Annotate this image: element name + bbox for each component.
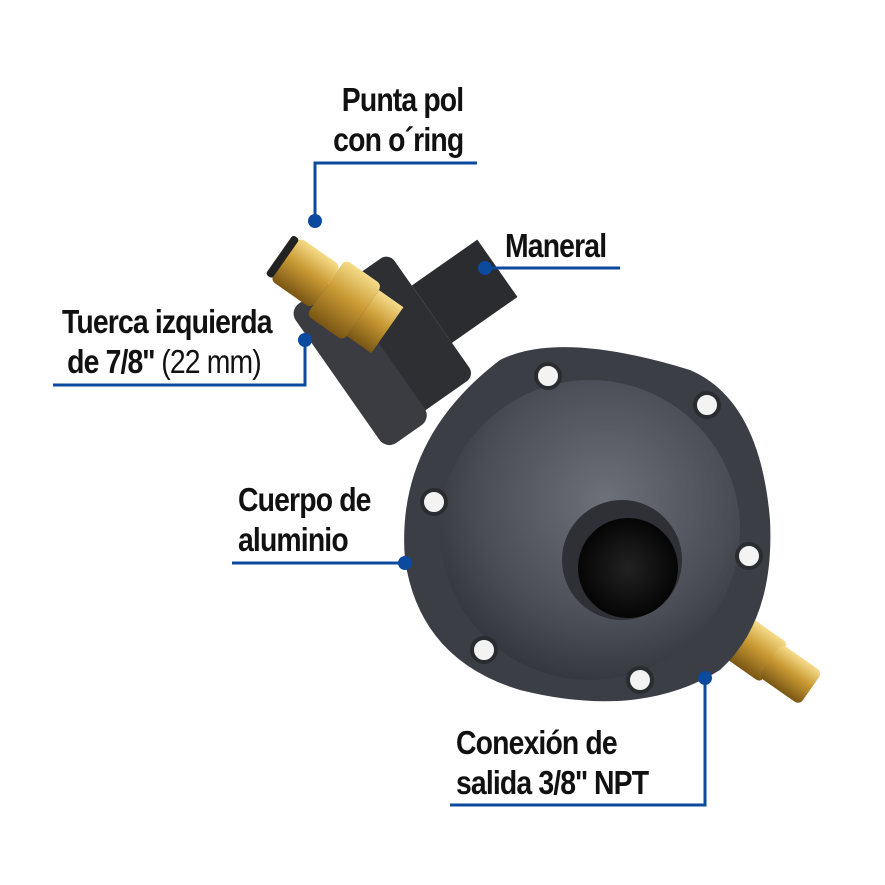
maneral-dot	[478, 261, 492, 275]
label-line: Conexión de	[456, 724, 618, 761]
label-conexion: Conexión de salida 3/8'' NPT	[456, 723, 649, 803]
label-line: con o´ring	[332, 121, 464, 158]
label-line-normal: (22 mm)	[161, 343, 261, 380]
label-line: Cuerpo de	[238, 481, 371, 518]
callout-dots	[298, 214, 712, 685]
body-bolts	[420, 362, 763, 694]
label-tuerca: Tuerca izquierda de 7/8'' (22 mm)	[62, 302, 273, 382]
callout-lines	[53, 161, 707, 807]
label-maneral: Maneral	[505, 227, 607, 264]
label-line: Punta pol	[341, 81, 463, 118]
label-line: salida 3/8'' NPT	[456, 764, 649, 801]
inlet-brass-fitting	[266, 235, 404, 354]
outlet-cap	[578, 518, 678, 618]
label-punta-pol: Punta pol con o´ring	[332, 80, 464, 160]
punta-dot	[308, 214, 322, 228]
label-cuerpo: Cuerpo de aluminio	[238, 480, 371, 560]
conexion-dot	[698, 671, 712, 685]
label-line: Tuerca izquierda	[62, 303, 273, 340]
label-line: aluminio	[238, 521, 349, 558]
label-line: de 7/8''	[67, 343, 162, 380]
tuerca-dot	[298, 333, 312, 347]
cuerpo-dot	[398, 556, 412, 570]
